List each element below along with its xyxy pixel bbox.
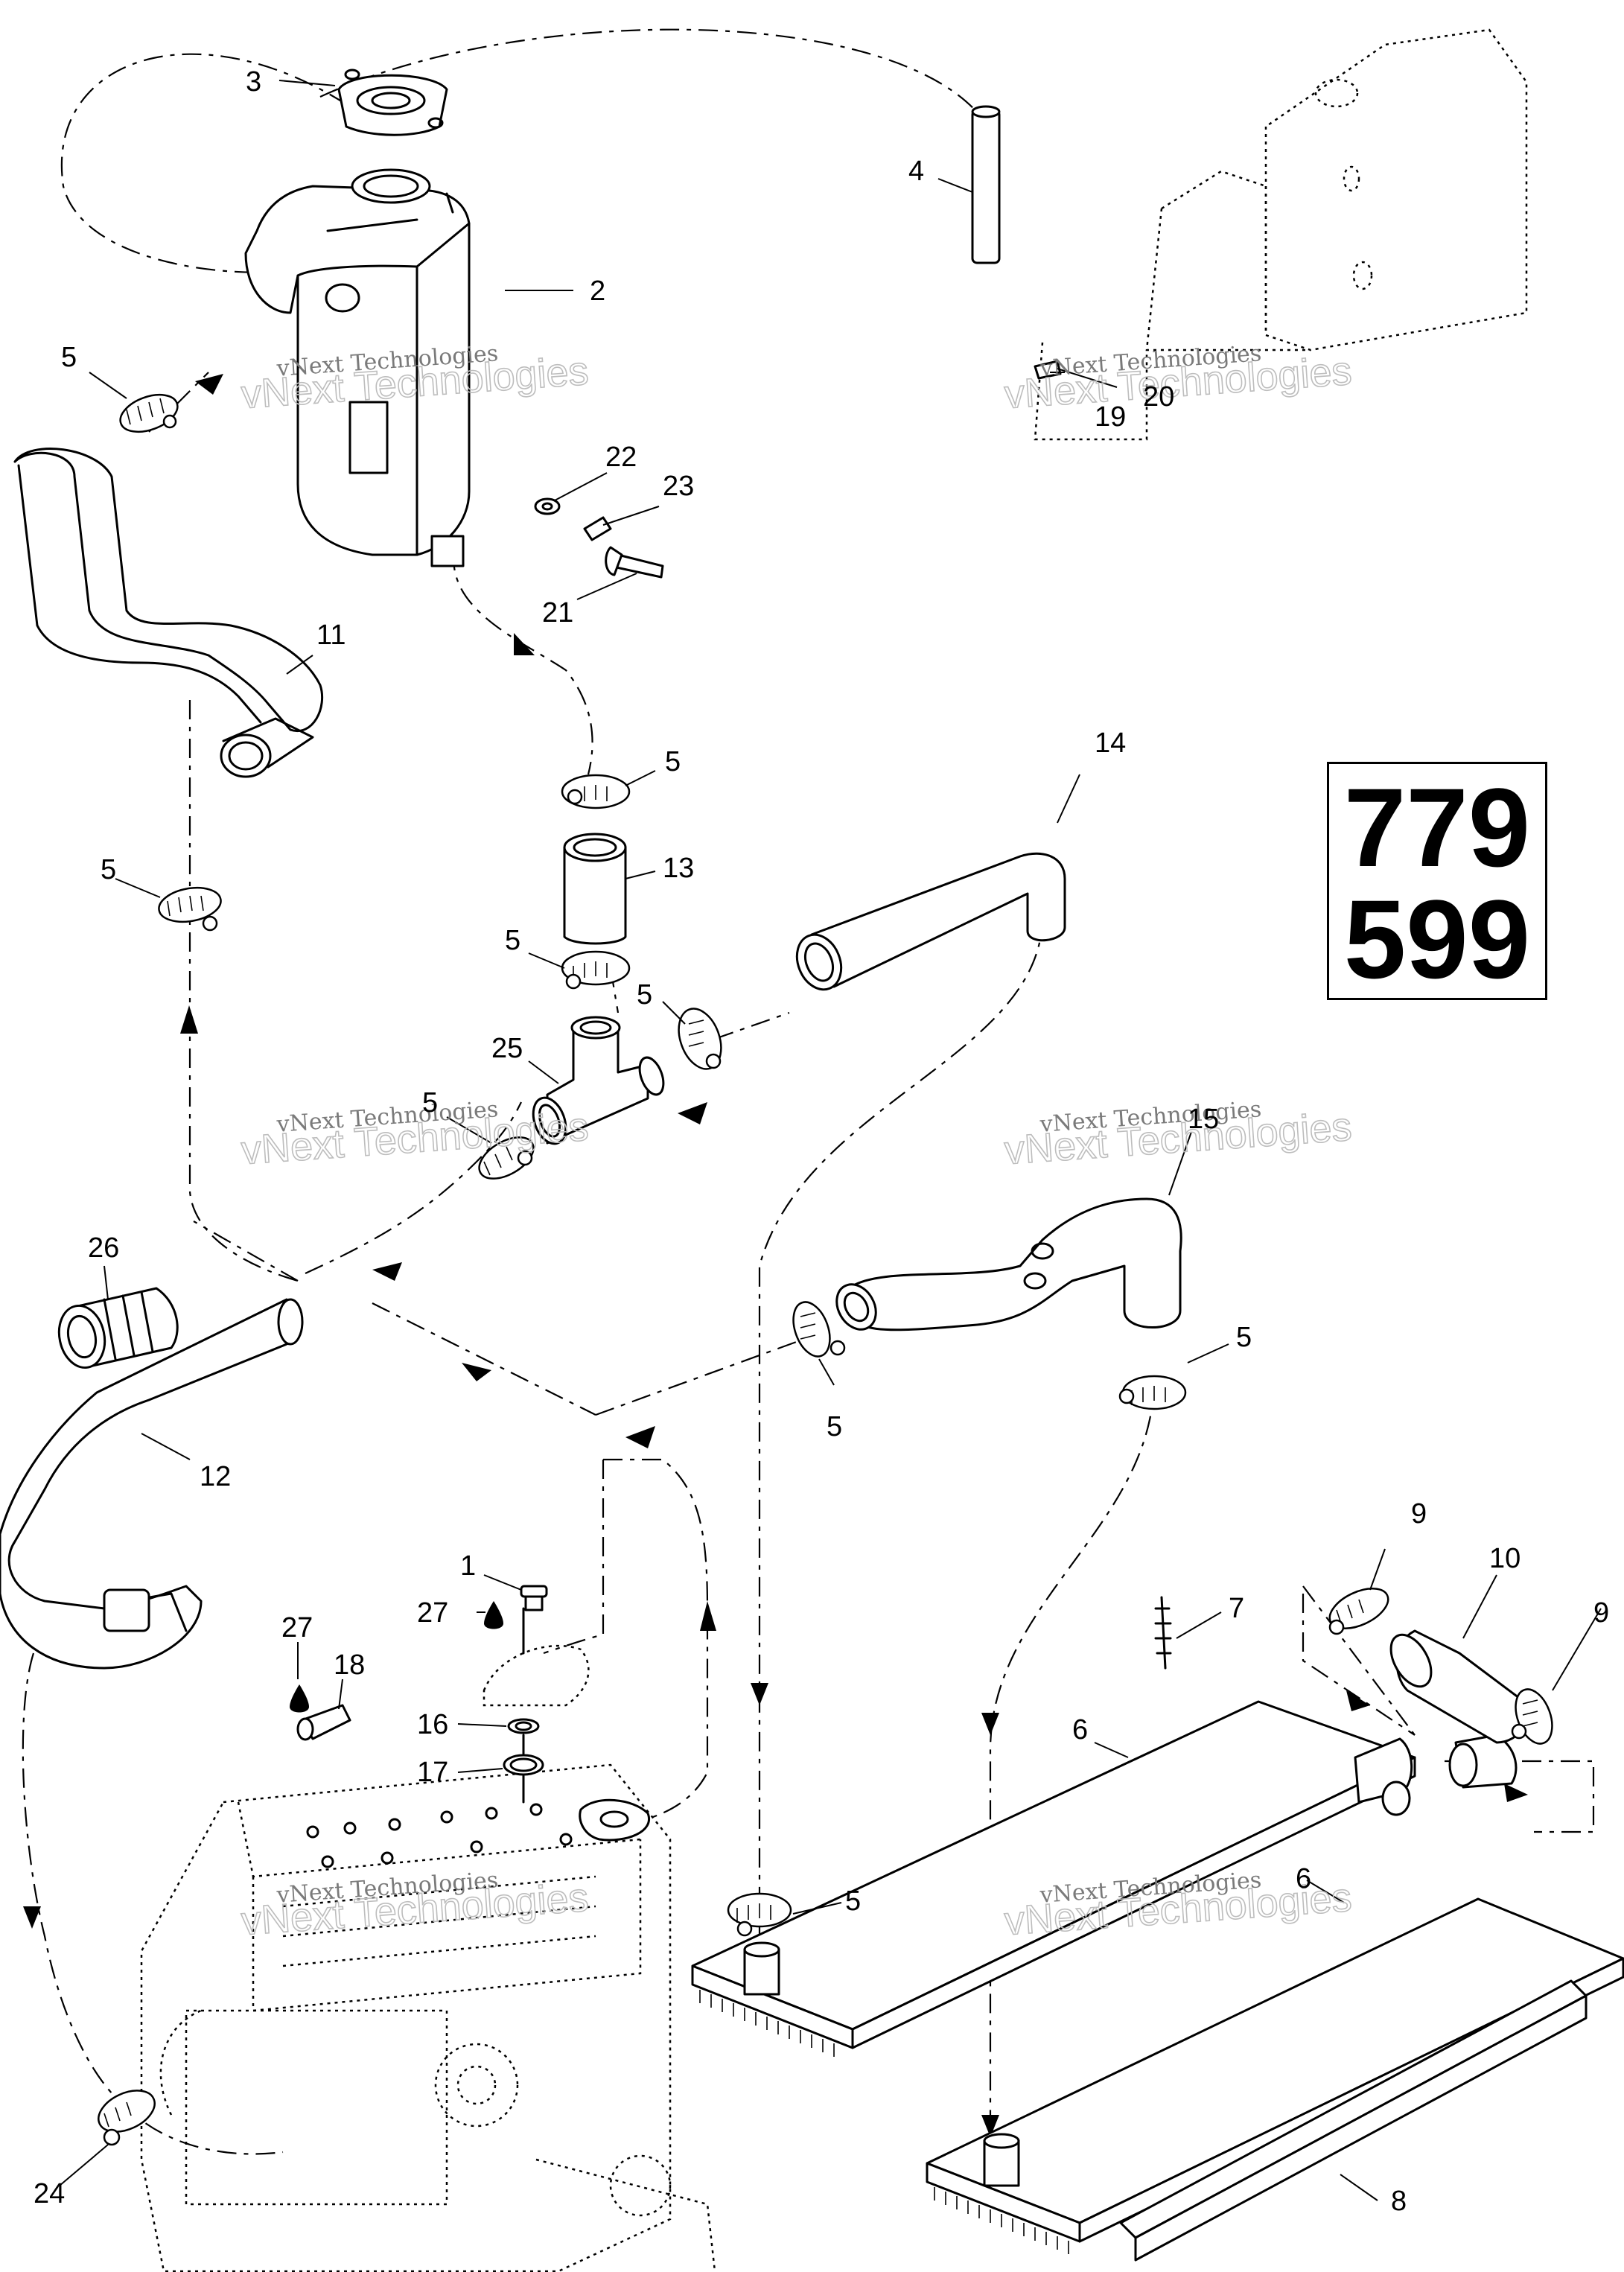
callout-26: 26 [88, 1232, 119, 1264]
y-fitting-25 [532, 1016, 665, 1145]
callout-5: 5 [505, 925, 520, 956]
callout-labels: 3 4 2 5 22 23 21 11 19 20 5 14 13 5 5 5 … [34, 66, 1609, 2217]
engine-ghost [140, 1763, 716, 2272]
callout-20: 20 [1143, 381, 1174, 413]
flow-arrows [23, 374, 1528, 2137]
callout-21: 21 [542, 597, 573, 629]
hose-15 [835, 1197, 1182, 1331]
clamp-9-left [1328, 1588, 1389, 1635]
clamp-5-upper-left [158, 886, 222, 932]
callout-5: 5 [637, 979, 652, 1011]
callout-9: 9 [1593, 1597, 1609, 1629]
clamp-5-reservoir [119, 393, 179, 433]
hose-clamps [98, 393, 1553, 2146]
callout-5: 5 [1236, 1322, 1252, 1353]
clamp-5-right-mid [678, 1008, 722, 1070]
callout-13: 13 [663, 853, 694, 884]
clamp-5-hose15-left [792, 1301, 846, 1358]
callout-6: 6 [1072, 1714, 1088, 1746]
clamp-5-radiator [727, 1892, 792, 1937]
diagram-reference-box: 779 599 [1327, 762, 1547, 1000]
watermarks: vNext Technologies vNext Technologies vN… [239, 340, 1354, 1944]
callout-12: 12 [200, 1461, 231, 1492]
clip-7 [1154, 1596, 1172, 1670]
callout-19: 19 [1095, 401, 1126, 433]
hose-11 [13, 448, 324, 778]
callout-5: 5 [422, 1087, 438, 1119]
clamp-5-mid-center [561, 950, 631, 990]
callout-22: 22 [605, 442, 637, 473]
reference-number-line-2: 599 [1343, 876, 1531, 1002]
coolant-reservoir-tank [244, 168, 471, 567]
callout-10: 10 [1489, 1543, 1520, 1574]
callout-27: 27 [281, 1612, 313, 1643]
hose-12 [0, 1298, 304, 1670]
cylinder-head-bolts [306, 1803, 573, 1868]
callout-9: 9 [1411, 1498, 1427, 1530]
clamp-9-right [1511, 1688, 1553, 1745]
radiator-upper [691, 1700, 1416, 2057]
rubber-sleeve-26 [57, 1287, 179, 1369]
callout-7: 7 [1229, 1593, 1244, 1624]
callout-18: 18 [334, 1649, 365, 1681]
mounting-fasteners [534, 497, 664, 579]
clamp-5-hose15-right [1118, 1375, 1187, 1410]
callout-2: 2 [590, 276, 605, 307]
rail-8 [1119, 1979, 1588, 2262]
callout-23: 23 [663, 471, 694, 502]
clamp-5-lower-left [478, 1136, 535, 1180]
callout-14: 14 [1095, 728, 1126, 759]
reservoir-cap [337, 69, 448, 136]
reference-number-line-1: 779 [1343, 765, 1531, 890]
callout-24: 24 [34, 2178, 65, 2209]
callout-11: 11 [316, 620, 346, 651]
leader-lines [59, 80, 1602, 2201]
callout-6: 6 [1296, 1863, 1311, 1894]
coolant-flow-lines [22, 28, 1595, 2155]
callout-5: 5 [665, 746, 681, 777]
callout-5: 5 [101, 854, 116, 885]
thermostat-housing [290, 1585, 590, 1804]
callout-27: 27 [417, 1597, 448, 1629]
hose-10 [1389, 1629, 1526, 1744]
hose-13 [563, 833, 627, 945]
callout-17: 17 [417, 1757, 448, 1788]
callout-5: 5 [845, 1886, 861, 1917]
callout-8: 8 [1391, 2186, 1407, 2217]
oil-tank-ghost [1034, 28, 1528, 441]
clamp-24 [98, 2090, 156, 2146]
callout-16: 16 [417, 1709, 448, 1740]
callout-25: 25 [491, 1033, 523, 1064]
callout-1: 1 [460, 1550, 476, 1582]
callout-4: 4 [908, 156, 924, 187]
callout-3: 3 [246, 66, 261, 98]
callout-15: 15 [1188, 1104, 1219, 1135]
callout-5: 5 [827, 1411, 842, 1442]
connector-19-20 [1034, 360, 1062, 380]
vent-tube [971, 105, 1001, 264]
clamp-5-upper-center [561, 774, 631, 809]
hose-14 [795, 852, 1066, 991]
callout-5: 5 [61, 342, 77, 373]
